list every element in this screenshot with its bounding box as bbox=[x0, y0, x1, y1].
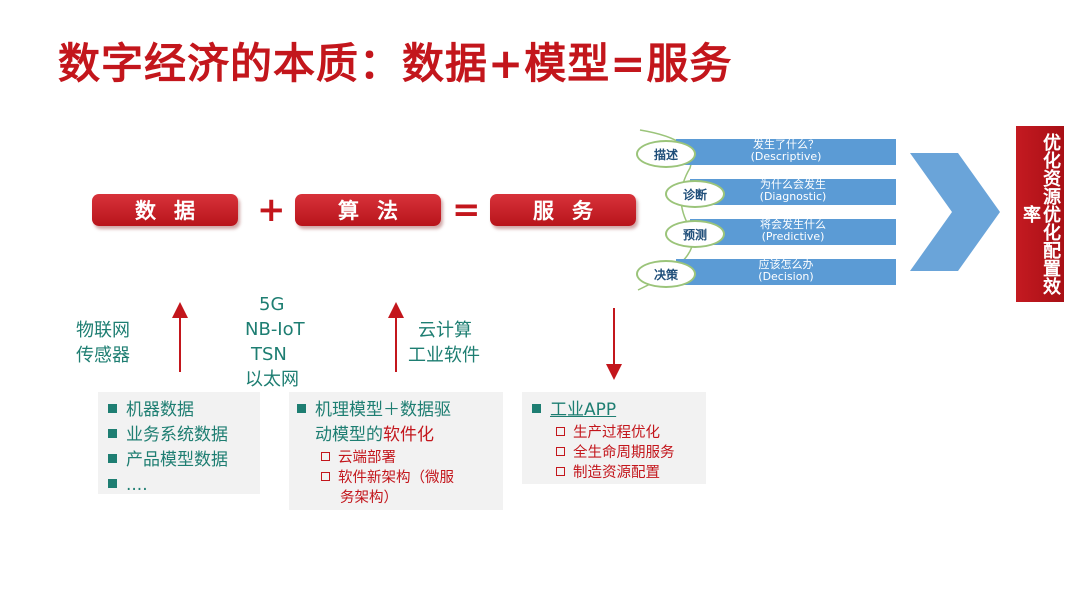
bar-cn: 应该怎么办 bbox=[758, 258, 814, 271]
list-item: 软件新架构（微服 bbox=[297, 468, 503, 488]
bar-en: (Decision) bbox=[758, 270, 814, 283]
analytics-bar-decision: 应该怎么办 (Decision) bbox=[676, 259, 896, 285]
bar-en: (Descriptive) bbox=[750, 150, 822, 163]
model-line2-prefix: 动模型的 bbox=[315, 425, 383, 445]
tech-nbiot: NB-IoT bbox=[245, 319, 305, 340]
list-item: 制造资源配置 bbox=[532, 463, 706, 483]
list-item: 业务系统数据 bbox=[108, 423, 260, 448]
service-pill: 服务 bbox=[490, 194, 636, 226]
bar-cn: 将会发生什么 bbox=[760, 218, 826, 231]
tech-5g: 5G bbox=[259, 294, 285, 315]
tech-industrial-software: 工业软件 bbox=[408, 345, 480, 366]
data-types-box: 机器数据 业务系统数据 产品模型数据 .... bbox=[98, 392, 260, 495]
tech-cloud: 云计算 bbox=[418, 320, 472, 341]
sensor-tech: 物联网 传感器 bbox=[76, 318, 130, 368]
model-line2-highlight: 软件化 bbox=[383, 425, 434, 445]
chevron-right-icon bbox=[910, 153, 1000, 271]
list-item: 生产过程优化 bbox=[532, 423, 706, 443]
list-item: 全生命周期服务 bbox=[532, 443, 706, 463]
analytics-label-predictive: 预测 bbox=[665, 220, 725, 248]
analytics-bar-descriptive: 发生了什么？ (Descriptive) bbox=[676, 139, 896, 165]
network-tech: 5G NB-IoT TSN 以太网 bbox=[245, 292, 335, 392]
data-pill: 数据 bbox=[92, 194, 238, 226]
list-item: 机器数据 bbox=[108, 398, 260, 423]
analytics-label-diagnostic: 诊断 bbox=[665, 180, 725, 208]
model-line1: 机理模型＋数据驱 bbox=[297, 398, 503, 423]
tech-iot: 物联网 bbox=[76, 320, 130, 341]
algorithm-pill: 算法 bbox=[295, 194, 441, 226]
result-box: 优化资源优化配置效率 bbox=[1016, 126, 1064, 302]
app-title-text: 工业APP bbox=[550, 400, 617, 420]
page-title: 数字经济的本质：数据+模型=服务 bbox=[58, 39, 733, 88]
analytics-label-descriptive: 描述 bbox=[636, 140, 696, 168]
list-item: 云端部署 bbox=[297, 448, 503, 468]
bar-cn: 为什么会发生 bbox=[760, 178, 826, 191]
analytics-label-decision: 决策 bbox=[636, 260, 696, 288]
model-box: 机理模型＋数据驱 动模型的软件化 云端部署 软件新架构（微服 务架构） bbox=[289, 392, 503, 510]
bar-en: (Predictive) bbox=[761, 230, 825, 243]
app-title: 工业APP bbox=[532, 398, 706, 423]
list-item: .... bbox=[108, 473, 260, 498]
list-item-continuation: 务架构） bbox=[340, 490, 398, 506]
cloud-tech: 云计算 工业软件 bbox=[408, 318, 480, 368]
bar-en: (Diagnostic) bbox=[759, 190, 827, 203]
equals-sign: = bbox=[452, 190, 481, 230]
tech-sensor: 传感器 bbox=[76, 345, 130, 366]
tech-ethernet: 以太网 bbox=[245, 369, 299, 390]
tech-tsn: TSN bbox=[251, 344, 287, 365]
list-item: 产品模型数据 bbox=[108, 448, 260, 473]
app-box: 工业APP 生产过程优化 全生命周期服务 制造资源配置 bbox=[522, 392, 706, 484]
bar-cn: 发生了什么？ bbox=[753, 138, 819, 151]
model-line2: 动模型的软件化 bbox=[297, 423, 503, 448]
plus-sign: + bbox=[257, 190, 286, 230]
result-text: 优化资源优化配置效率 bbox=[1020, 133, 1061, 295]
